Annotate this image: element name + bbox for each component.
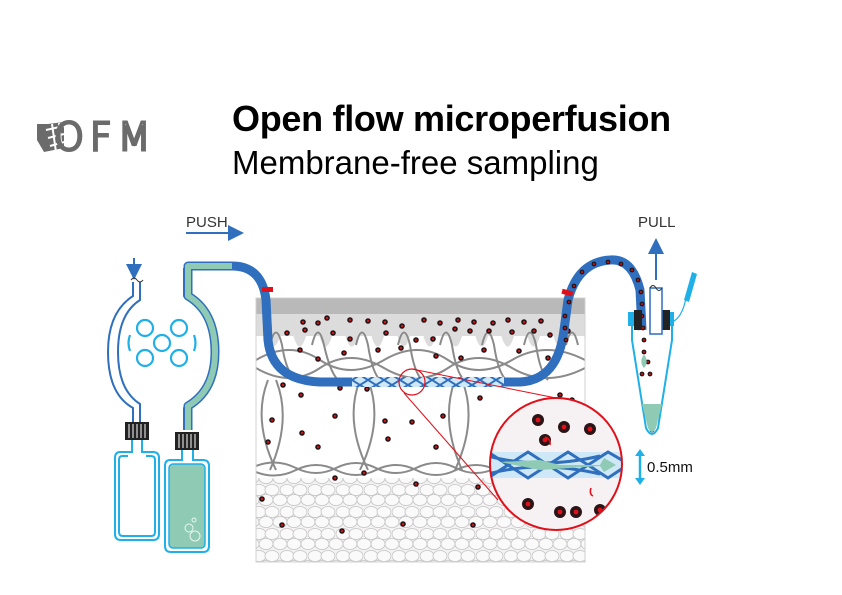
sample-droplet [641,355,647,368]
bead-cluster [127,318,197,368]
collected-sample [642,404,662,432]
ofm-probe [352,377,504,387]
bottle-cap-right [175,432,199,450]
scale-label: 0.5mm [647,459,693,476]
bubbles-icon [184,517,201,542]
inflow-tube [231,261,352,387]
perfusate-bottle [164,450,210,553]
page-subtitle: Membrane-free sampling [232,144,599,181]
magnify-line-bottom [403,392,499,501]
ofm-logo-icon [37,122,65,153]
vial-vent-tube [649,287,663,335]
epidermis-layer [256,298,585,314]
ofm-logo: OFM [34,114,194,161]
pull-label: PULL [638,214,676,231]
push-label: PUSH [186,214,228,231]
outflow-tube [504,255,647,387]
magnify-line-top [411,368,557,399]
waste-bottle [114,440,160,541]
bottle-cap-left [125,422,149,440]
ofm-logo-text: OFM [53,114,157,161]
needle-icon [684,272,697,302]
page-title: Open flow microperfusion [232,98,671,139]
magnified-probe-detail [489,397,623,531]
analyte-dots [259,315,575,534]
inflow-marker [262,287,273,292]
scale-indicator: 0.5mm [635,449,693,485]
sampling-vial [628,272,697,435]
flow-arrow-icon [500,458,616,472]
green-flow-path [185,263,232,430]
outflow-marker [561,288,574,297]
